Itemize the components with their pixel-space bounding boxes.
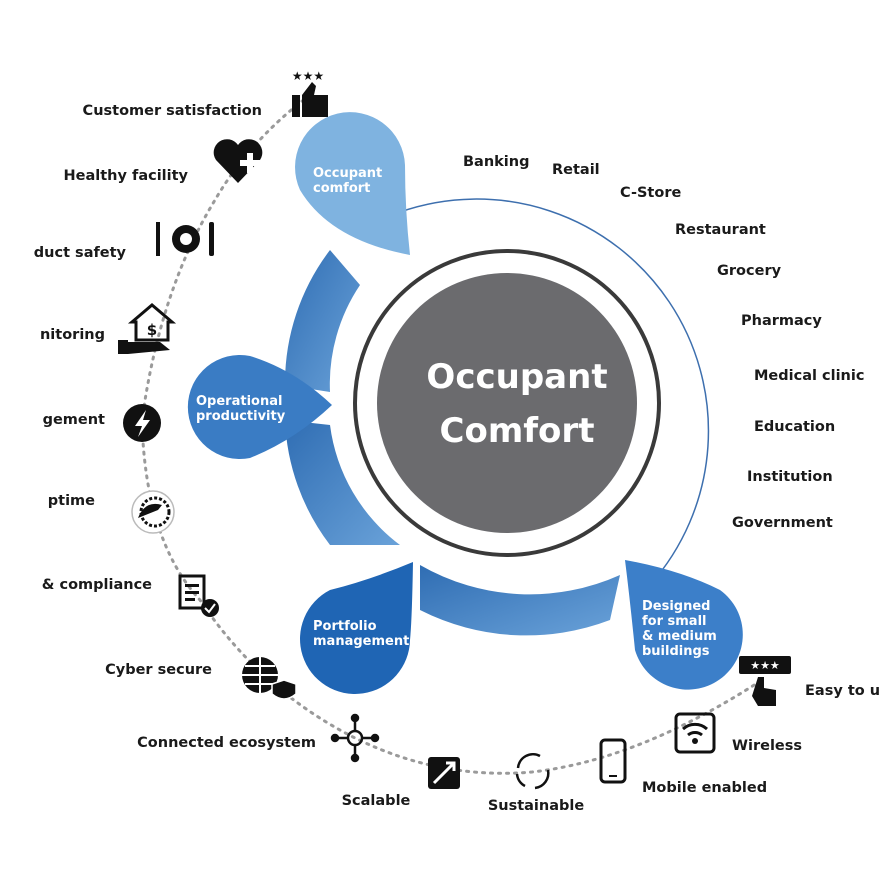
expand-arrow-icon (428, 757, 460, 789)
svg-text:for small: for small (642, 614, 707, 629)
sector-institution: Institution (747, 469, 833, 485)
svg-text:productivity: productivity (196, 409, 286, 424)
sector-restaurant: Restaurant (675, 222, 766, 238)
feature-product-safety: duct safety (34, 245, 127, 261)
sector-pharmacy: Pharmacy (741, 313, 822, 329)
smartphone-icon (599, 738, 627, 784)
center-circle (377, 273, 637, 533)
sector-retail: Retail (552, 162, 600, 178)
feature-icons: ★★★ $ (118, 69, 791, 790)
lightning-icon (123, 404, 161, 442)
svg-text:Occupant: Occupant (313, 166, 382, 181)
center-title-line1: Occupant (426, 357, 607, 397)
feature-wireless: Wireless (732, 738, 802, 754)
svg-text:management: management (313, 634, 409, 649)
wifi-icon (674, 712, 716, 754)
clock-arrow-icon (131, 490, 175, 534)
svg-text:★★★: ★★★ (750, 659, 780, 672)
svg-text:buildings: buildings (642, 644, 710, 659)
feature-management: gement (43, 412, 105, 428)
plate-cutlery-icon (156, 222, 214, 256)
svg-text:& medium: & medium (642, 629, 717, 644)
feature-customer-satisfaction: Customer satisfaction (83, 103, 262, 119)
thumbs-up-stars-icon: ★★★ (292, 69, 328, 117)
sector-c-store: C-Store (620, 185, 681, 201)
globe-lock-icon (242, 657, 297, 700)
svg-text:comfort: comfort (313, 181, 370, 196)
svg-text:Portfolio: Portfolio (313, 619, 377, 634)
sector-education: Education (754, 419, 835, 435)
feature-compliance: & compliance (42, 577, 152, 593)
svg-text:$: $ (147, 321, 157, 339)
feature-easy-to-use: Easy to u (805, 683, 880, 699)
feature-uptime: ptime (48, 493, 95, 509)
drop-portfolio-management[interactable]: Portfolio management (300, 562, 413, 694)
sector-arc (399, 198, 710, 586)
svg-text:★★★: ★★★ (292, 69, 324, 83)
feature-connected-ecosystem: Connected ecosystem (137, 735, 316, 751)
drop-occupant-comfort[interactable]: Occupant comfort (295, 112, 410, 256)
drop-designed-small-medium[interactable]: Designed for small & medium buildings (625, 560, 743, 690)
document-check-icon (178, 574, 219, 617)
sector-list: Banking Retail C-Store Restaurant Grocer… (463, 154, 864, 531)
touch-screen-icon: ★★★ (739, 656, 791, 706)
feature-labels: Customer satisfaction Healthy facility d… (34, 103, 880, 814)
sector-medical-clinic: Medical clinic (754, 368, 864, 384)
feature-monitoring: nitoring (40, 327, 105, 343)
recycle-arrows-icon (515, 753, 550, 790)
feature-dotted-path (140, 93, 767, 775)
sector-government: Government (732, 515, 833, 531)
sector-banking: Banking (463, 154, 529, 170)
heart-plus-icon (213, 139, 263, 183)
feature-sustainable: Sustainable (488, 798, 585, 814)
feature-scalable: Scalable (342, 793, 411, 809)
center-title-line2: Comfort (440, 411, 595, 451)
sector-grocery: Grocery (717, 263, 782, 279)
svg-text:Designed: Designed (642, 599, 711, 614)
svg-text:Operational: Operational (196, 394, 282, 409)
drop-operational-productivity[interactable]: Operational productivity (187, 355, 332, 459)
feature-healthy-facility: Healthy facility (64, 168, 189, 184)
feature-cyber-secure: Cyber secure (105, 662, 212, 678)
network-nodes-icon (330, 713, 380, 763)
feature-mobile-enabled: Mobile enabled (642, 780, 767, 796)
ring-segments (284, 250, 620, 636)
house-dollar-hand-icon: $ (118, 303, 177, 354)
